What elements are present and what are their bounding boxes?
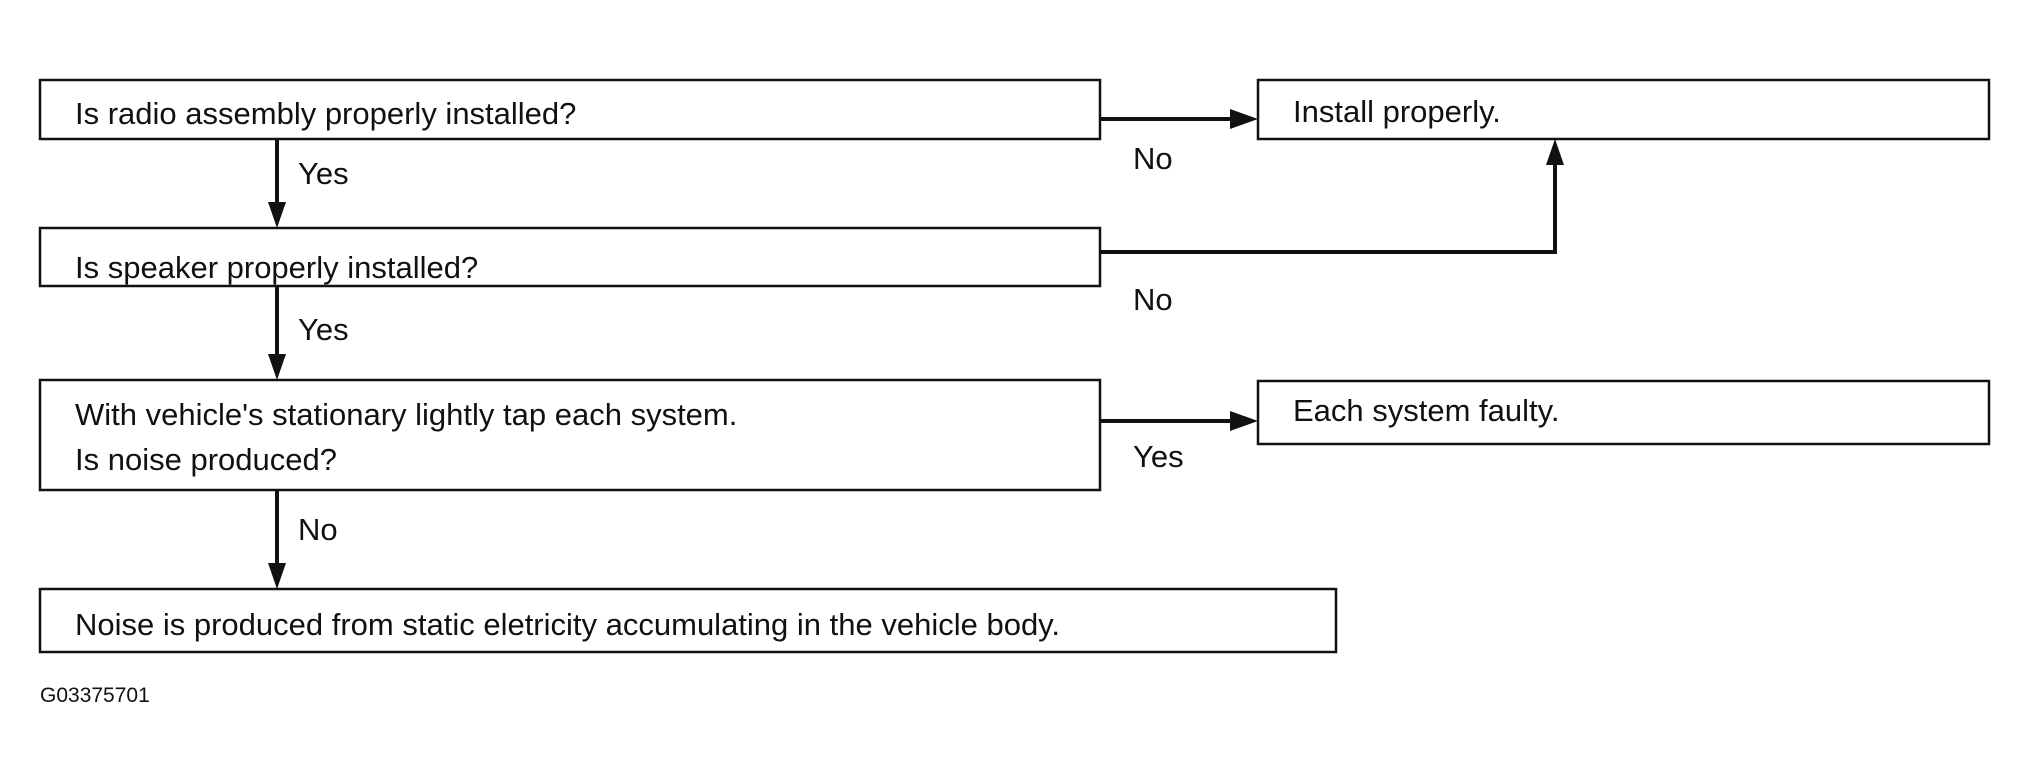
tap-yes-label: Yes	[1133, 439, 1184, 474]
radio-yes-arrow	[268, 139, 286, 228]
radio-yes-label: Yes	[298, 156, 349, 191]
speaker-no-arrow	[1100, 139, 1564, 254]
tap-test-question-node: With vehicle's stationary lightly tap ea…	[38, 378, 1102, 492]
static-noise-result-node: Noise is produced from static eletricity…	[38, 587, 1338, 654]
tap-no-arrow	[268, 490, 286, 589]
system-faulty-text: Each system faulty.	[1293, 393, 1559, 428]
radio-question-node: Is radio assembly properly installed?	[38, 78, 1102, 141]
tap-no-label: No	[298, 512, 338, 547]
tap-yes-arrow	[1100, 411, 1258, 431]
speaker-question-node: Is speaker properly installed?	[38, 226, 1102, 288]
system-faulty-node: Each system faulty.	[1256, 379, 1991, 446]
install-properly-text: Install properly.	[1293, 94, 1501, 129]
tap-test-text-line1: With vehicle's stationary lightly tap ea…	[75, 397, 737, 432]
radio-question-text: Is radio assembly properly installed?	[75, 96, 576, 131]
install-properly-node: Install properly.	[1256, 78, 1991, 141]
speaker-yes-arrow	[268, 286, 286, 380]
tap-test-text-line2: Is noise produced?	[75, 442, 337, 477]
static-noise-result-text: Noise is produced from static eletricity…	[75, 607, 1060, 642]
speaker-question-text: Is speaker properly installed?	[75, 250, 478, 285]
speaker-no-label: No	[1133, 282, 1173, 317]
radio-no-arrow	[1100, 109, 1258, 129]
radio-no-label: No	[1133, 141, 1173, 176]
figure-code: G03375701	[40, 684, 150, 707]
speaker-yes-label: Yes	[298, 312, 349, 347]
